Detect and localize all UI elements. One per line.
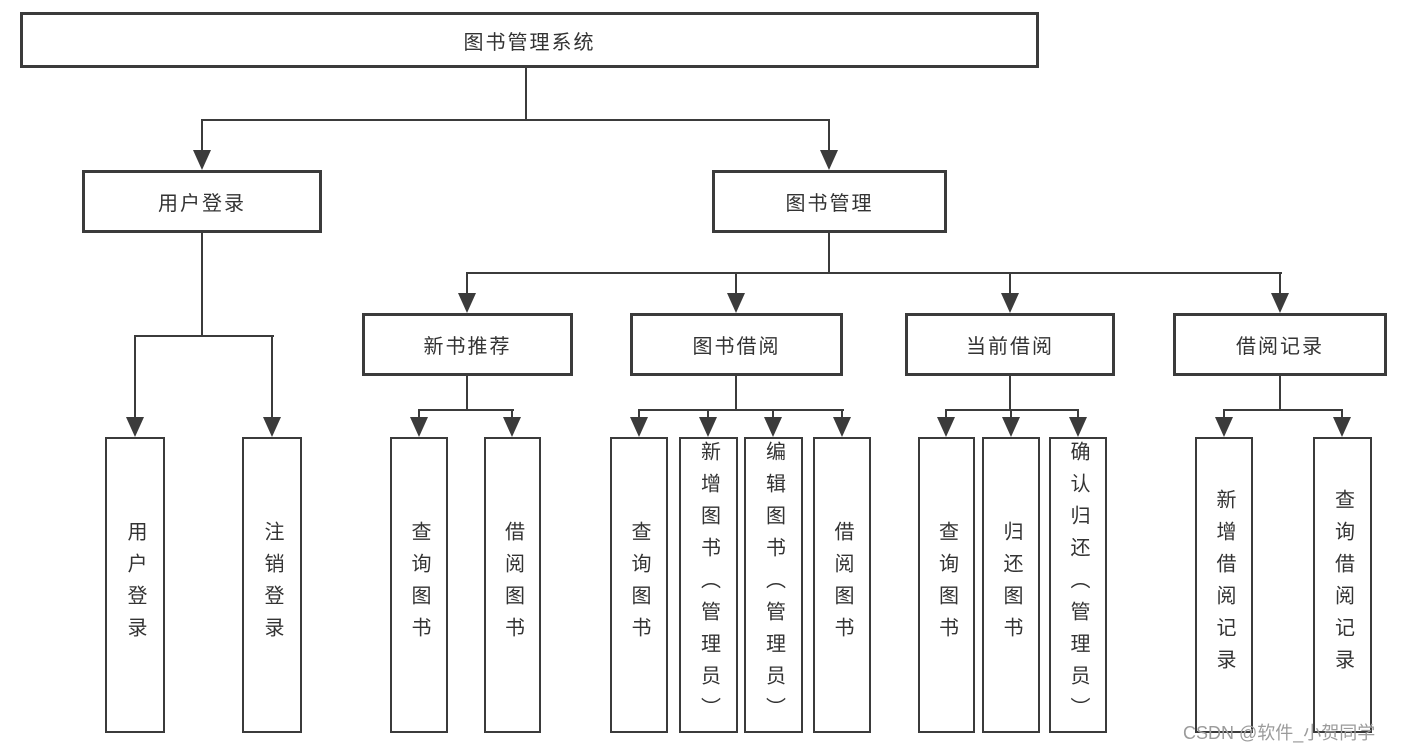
connector-line — [1010, 409, 1012, 419]
arrowhead-down-icon — [937, 417, 955, 437]
node-borrow-records: 借阅记录 — [1173, 313, 1387, 376]
arrowhead-down-icon — [1002, 417, 1020, 437]
connector-line — [1279, 272, 1281, 295]
leaf-newbook-borrow-books: 借阅图书 — [484, 437, 541, 733]
leaf-borrow-add-books-admin: 新增图书（管理员） — [679, 437, 738, 733]
connector-line — [1279, 376, 1281, 411]
connector-line — [945, 409, 1079, 411]
leaf-user-login: 用户登录 — [105, 437, 165, 733]
node-user-login: 用户登录 — [82, 170, 322, 233]
connector-line — [134, 335, 136, 419]
arrowhead-down-icon — [503, 417, 521, 437]
leaf-current-confirm-return-admin: 确认归还（管理员） — [1049, 437, 1107, 733]
arrowhead-down-icon — [630, 417, 648, 437]
connector-line — [1009, 376, 1011, 411]
connector-line — [735, 272, 737, 295]
connector-line — [707, 409, 709, 419]
leaf-borrow-borrow-books: 借阅图书 — [813, 437, 871, 733]
connector-line — [418, 409, 420, 419]
connector-line — [525, 68, 527, 121]
connector-line — [735, 376, 737, 411]
connector-line — [638, 409, 844, 411]
connector-line — [418, 409, 514, 411]
connector-line — [828, 119, 830, 153]
arrowhead-down-icon — [193, 150, 211, 170]
connector-line — [466, 376, 468, 411]
arrowhead-down-icon — [1215, 417, 1233, 437]
leaf-records-add-record: 新增借阅记录 — [1195, 437, 1253, 733]
node-book-borrow: 图书借阅 — [630, 313, 843, 376]
arrowhead-down-icon — [126, 417, 144, 437]
arrowhead-down-icon — [833, 417, 851, 437]
connector-line — [134, 335, 274, 337]
connector-line — [828, 233, 830, 274]
arrowhead-down-icon — [1069, 417, 1087, 437]
connector-line — [1077, 409, 1079, 419]
connector-line — [466, 272, 468, 295]
leaf-borrow-edit-books-admin: 编辑图书（管理员） — [744, 437, 803, 733]
node-current-borrow: 当前借阅 — [905, 313, 1115, 376]
arrowhead-down-icon — [699, 417, 717, 437]
arrowhead-down-icon — [1271, 293, 1289, 313]
connector-line — [945, 409, 947, 419]
node-root: 图书管理系统 — [20, 12, 1039, 68]
connector-line — [841, 409, 843, 419]
connector-line — [772, 409, 774, 419]
connector-line — [1341, 409, 1343, 419]
arrowhead-down-icon — [764, 417, 782, 437]
arrowhead-down-icon — [727, 293, 745, 313]
connector-line — [638, 409, 640, 419]
leaf-current-query-books: 查询图书 — [918, 437, 975, 733]
leaf-newbook-query-books: 查询图书 — [390, 437, 448, 733]
connector-line — [201, 119, 203, 153]
watermark: CSDN @软件_小贺同学 — [1183, 723, 1376, 743]
connector-line — [1223, 409, 1225, 419]
leaf-records-query-record: 查询借阅记录 — [1313, 437, 1372, 733]
arrowhead-down-icon — [263, 417, 281, 437]
leaf-borrow-query-books: 查询图书 — [610, 437, 668, 733]
node-book-management: 图书管理 — [712, 170, 947, 233]
arrowhead-down-icon — [1333, 417, 1351, 437]
arrowhead-down-icon — [1001, 293, 1019, 313]
connector-line — [201, 233, 203, 337]
connector-line — [511, 409, 513, 419]
leaf-current-return-books: 归还图书 — [982, 437, 1040, 733]
connector-line — [466, 272, 1282, 274]
connector-line — [1223, 409, 1343, 411]
connector-line — [201, 119, 830, 121]
arrowhead-down-icon — [410, 417, 428, 437]
leaf-logout: 注销登录 — [242, 437, 302, 733]
node-new-book-recommend: 新书推荐 — [362, 313, 573, 376]
connector-line — [1009, 272, 1011, 295]
connector-line — [271, 335, 273, 419]
arrowhead-down-icon — [820, 150, 838, 170]
arrowhead-down-icon — [458, 293, 476, 313]
